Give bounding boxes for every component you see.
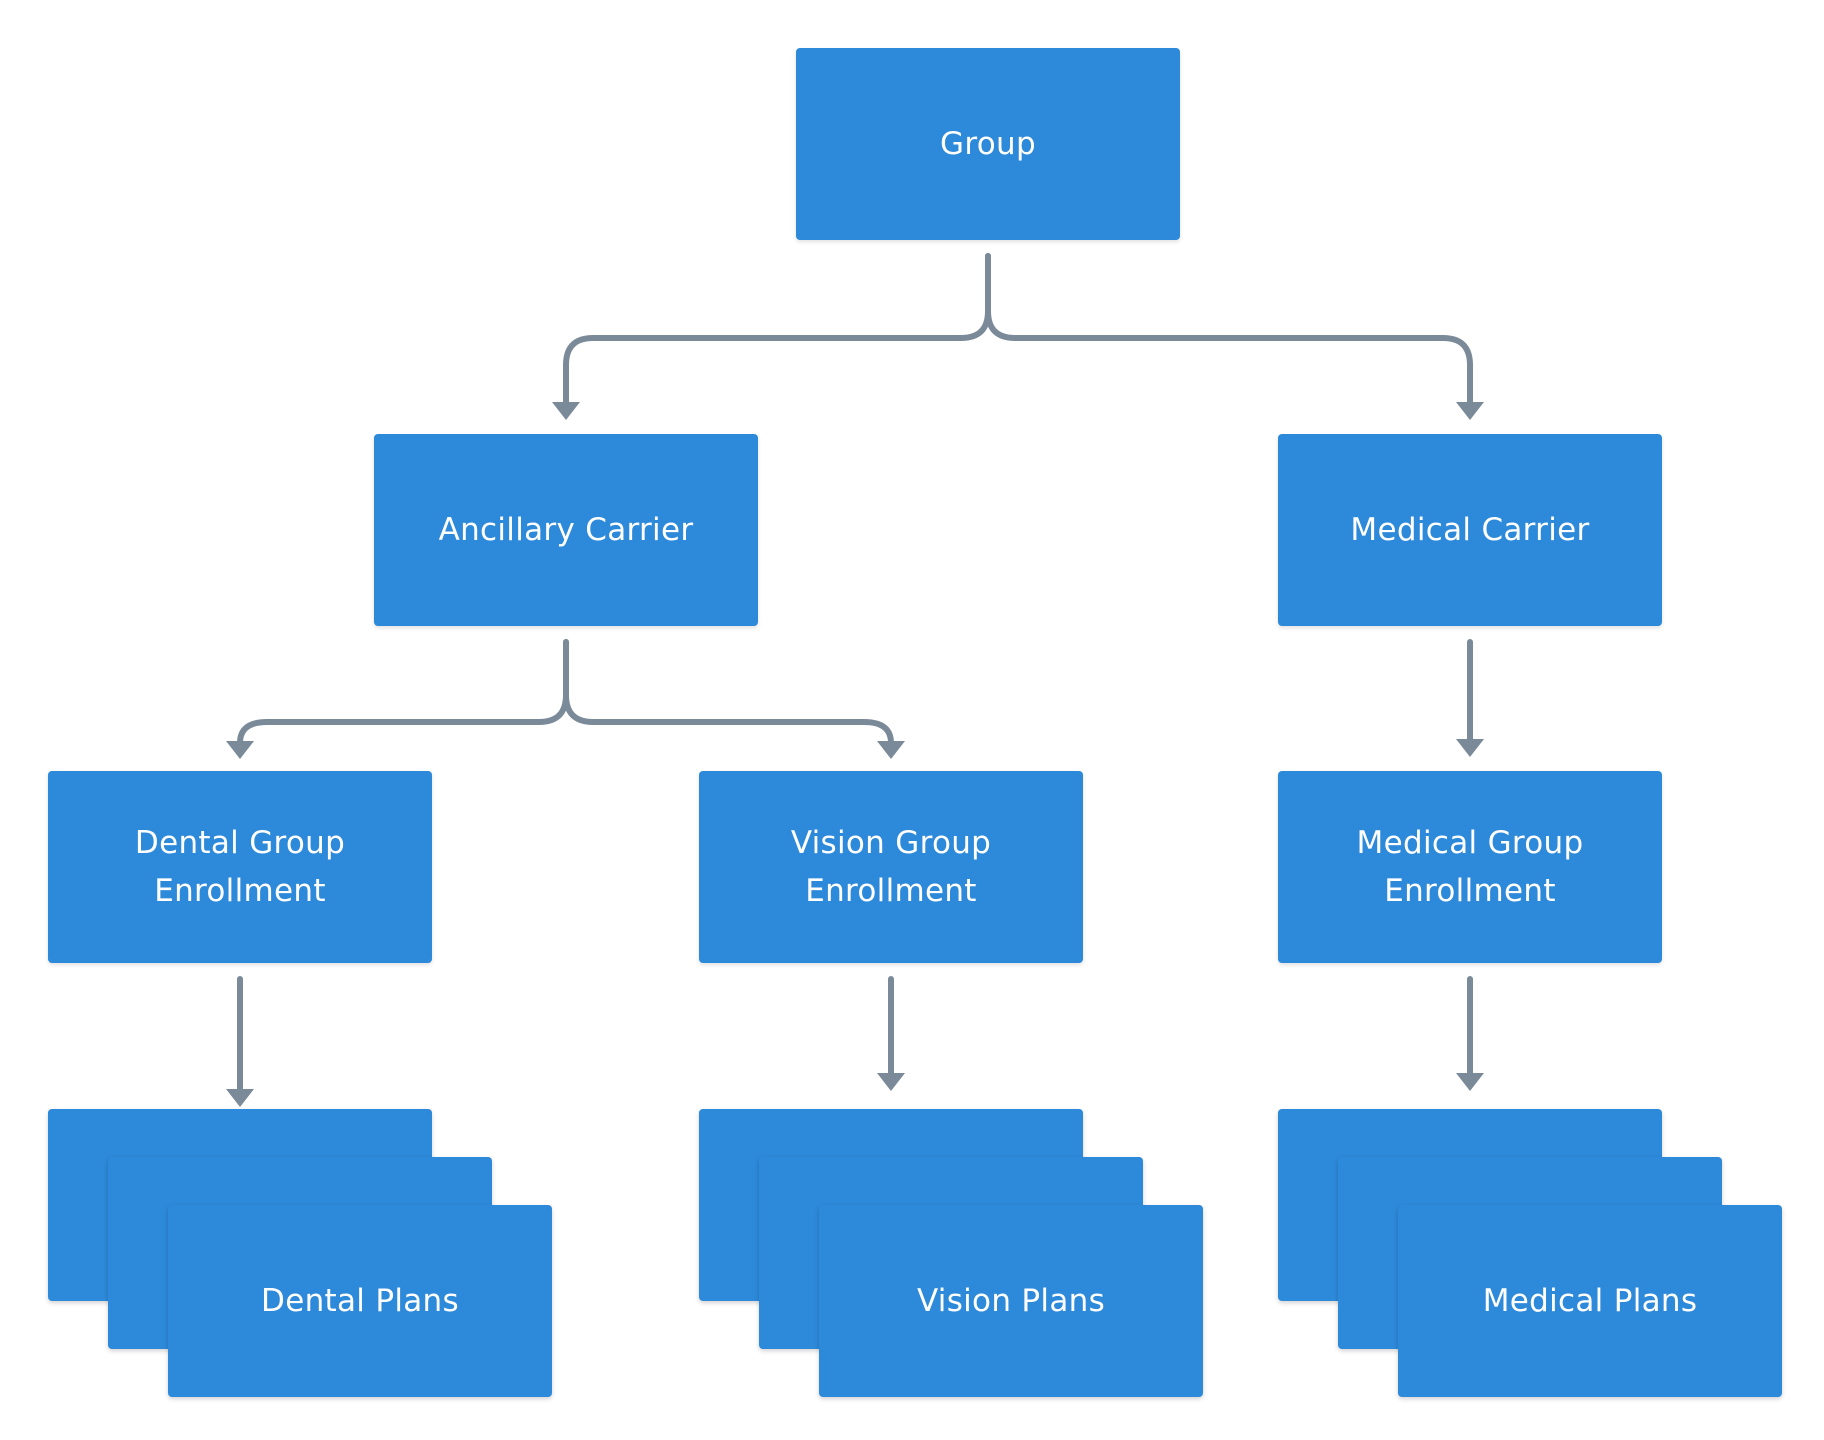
node-group-label: Group xyxy=(940,126,1036,162)
node-medical-carrier-label: Medical Carrier xyxy=(1350,512,1590,548)
node-medical-plans: Medical Plans xyxy=(1398,1205,1782,1397)
arrowhead-medical-plans xyxy=(1456,1073,1484,1091)
node-group: Group xyxy=(796,48,1180,240)
arrowhead-dental-plans xyxy=(226,1089,254,1107)
node-dental-group-enrollment: Dental Group Enrollment xyxy=(48,771,432,963)
node-medical-plans-label: Medical Plans xyxy=(1482,1283,1698,1319)
arrowhead-dental-enrollment xyxy=(226,741,254,759)
stack-vision-plans: Vision Plans xyxy=(699,1109,1203,1397)
node-medical-group-enrollment-label: Medical Group Enrollment xyxy=(1356,825,1584,909)
node-dental-group-enrollment-label: Dental Group Enrollment xyxy=(134,825,346,909)
arrowhead-ancillary-carrier xyxy=(552,402,580,420)
stack-medical-plans: Medical Plans xyxy=(1278,1109,1782,1397)
node-vision-group-enrollment: Vision Group Enrollment xyxy=(699,771,1083,963)
node-medical-group-enrollment: Medical Group Enrollment xyxy=(1278,771,1662,963)
node-ancillary-carrier: Ancillary Carrier xyxy=(374,434,758,626)
node-vision-plans-label: Vision Plans xyxy=(916,1283,1106,1319)
node-vision-group-enrollment-label: Vision Group Enrollment xyxy=(790,825,992,909)
node-vision-plans: Vision Plans xyxy=(819,1205,1203,1397)
edge-ancillary-to-vision-enrollment xyxy=(563,639,894,746)
arrowhead-medical-enrollment xyxy=(1456,739,1484,757)
arrowhead-medical-carrier xyxy=(1456,402,1484,420)
arrowhead-vision-enrollment xyxy=(877,741,905,759)
stack-dental-plans: Dental Plans xyxy=(48,1109,552,1397)
node-ancillary-carrier-label: Ancillary Carrier xyxy=(438,512,694,548)
node-medical-carrier: Medical Carrier xyxy=(1278,434,1662,626)
arrowhead-vision-plans xyxy=(877,1073,905,1091)
node-dental-plans: Dental Plans xyxy=(168,1205,552,1397)
edge-group-to-ancillary-carrier xyxy=(563,253,991,407)
node-dental-plans-label: Dental Plans xyxy=(261,1283,459,1319)
edge-ancillary-to-dental-enrollment xyxy=(237,639,569,746)
edge-group-to-medical-carrier xyxy=(985,253,1473,407)
